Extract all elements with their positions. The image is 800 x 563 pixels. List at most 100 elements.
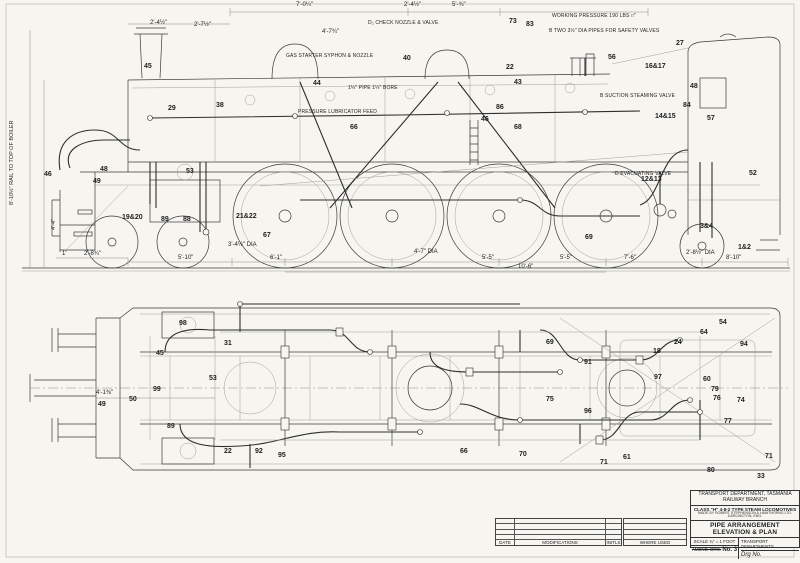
part-label: 45 (144, 63, 152, 70)
part-label: 19&20 (122, 214, 143, 221)
part-label: 76 (713, 395, 721, 402)
part-label: 70 (519, 451, 527, 458)
sheet-border (5, 3, 795, 558)
part-label: 60 (703, 376, 711, 383)
part-label: 22 (224, 448, 232, 455)
part-label: 96 (584, 408, 592, 415)
dim-label: 7'-0¼" (296, 2, 313, 8)
part-label: 91 (584, 359, 592, 366)
modifications-header: MODIFICATIONS (514, 540, 605, 545)
part-label: 48 (100, 166, 108, 173)
org-name: TRANSPORT DEPARTMENT, TASMANIA (698, 491, 792, 497)
note-label: PRESSURE LUBRICATOR FEED (298, 109, 377, 115)
maker-line1: MADE BY ROBERT STEPHENSON & HAWTHORNS LT… (697, 510, 793, 515)
part-label: 67 (263, 232, 271, 239)
part-label: 21&22 (236, 213, 257, 220)
part-label: 27 (676, 40, 684, 47)
scale-label: SCALE ¾" = 1 FOOT (691, 538, 738, 547)
dim-label: 1' (62, 251, 67, 257)
dim-label: 3'-4½" DIA (228, 242, 257, 248)
part-label: 56 (608, 54, 616, 61)
amend-number: No. 3 (722, 547, 738, 554)
part-label: 43 (514, 79, 522, 86)
part-label: 74 (737, 397, 745, 404)
dim-label: 2'-8¾" (84, 251, 101, 257)
dim-label: 5'-¾" (452, 2, 466, 8)
drawing-title: PIPE ARRANGEMENT ELEVATION & PLAN (691, 521, 799, 539)
date-header: DATE (499, 540, 511, 545)
class-line: CLASS "H" 4-8-2 TYPE STEAM LOCOMOTIVES (693, 506, 797, 512)
note-label: WORKING PRESSURE 190 LBS □" (552, 13, 637, 19)
part-label: 97 (654, 374, 662, 381)
note-label: B TWO 3½" DIA PIPES FOR SAFETY VALVES (549, 28, 660, 34)
part-label: 3&4 (700, 223, 713, 230)
part-label: 53 (209, 375, 217, 382)
part-label: 83 (526, 21, 534, 28)
part-label: 22 (506, 64, 514, 71)
part-label: 14&15 (655, 113, 676, 120)
part-label: 49 (98, 401, 106, 408)
part-label: 89 (161, 216, 169, 223)
part-label: 1&2 (738, 244, 751, 251)
part-label: 40 (403, 55, 411, 62)
elevation-view (22, 8, 790, 273)
part-label: 49 (93, 178, 101, 185)
part-label: 33 (757, 473, 765, 480)
dim-label: 8'-10½" RAIL TO TOP OF BOILER (9, 120, 15, 205)
part-label: 66 (460, 448, 468, 455)
dim-label: 7'-6" (624, 255, 636, 261)
dim-label: 2'-4½" (404, 2, 421, 8)
dim-label: 4'-7" DIA (414, 249, 438, 255)
maker-line2: DARLINGTON, ENG. (727, 514, 763, 519)
part-label: 52 (749, 170, 757, 177)
part-label: 71 (765, 453, 773, 460)
where-used-table: WHERE USED (623, 518, 687, 546)
part-label: 50 (129, 396, 137, 403)
part-label: 69 (546, 339, 554, 346)
dim-label: 8'-10" (726, 255, 742, 261)
part-label: 46 (44, 171, 52, 178)
where-used-header: WHERE USED (639, 540, 671, 545)
note-label: 1¼" PIPE 1¼" BORE (348, 85, 398, 91)
part-label: 75 (546, 396, 554, 403)
drg-no-label: Drg No. (741, 552, 762, 559)
part-label: 66 (350, 124, 358, 131)
part-label: 46 (481, 116, 489, 123)
dim-label: 5'-5" (560, 255, 572, 261)
part-label: 94 (740, 341, 748, 348)
dim-label: 2'-8½" DIA (686, 250, 715, 256)
part-label: 57 (707, 115, 715, 122)
plan-view (29, 301, 788, 471)
part-label: 48 (690, 83, 698, 90)
dim-label: 10'-6" (518, 264, 534, 270)
part-label: 80 (707, 467, 715, 474)
part-label: 95 (278, 452, 286, 459)
dim-label: 4'-1⅜" (96, 390, 113, 396)
note-label: GAS STARTER SYPHON & NOZZLE (286, 53, 374, 59)
part-label: 86 (496, 104, 504, 111)
part-label: 61 (623, 454, 631, 461)
dim-label: 6'-1" (270, 255, 282, 261)
org-branch: RAILWAY BRANCH (723, 496, 767, 503)
part-label: 44 (313, 80, 321, 87)
dim-label: 4'-7¾" (322, 29, 339, 35)
dim-label: 2'-7½" (194, 22, 211, 28)
part-label: 79 (711, 386, 719, 393)
dim-label: 5'-5" (482, 255, 494, 261)
part-label: 68 (514, 124, 522, 131)
dim-label: 2'-4½" (150, 20, 167, 26)
part-label: 54 (719, 319, 727, 326)
part-label: 16&17 (645, 63, 666, 70)
part-label: 77 (724, 418, 732, 425)
part-label: 64 (700, 329, 708, 336)
part-label: 99 (153, 386, 161, 393)
part-label: 38 (216, 102, 224, 109)
part-label: 12&13 (641, 176, 662, 183)
part-label: 18 (653, 348, 661, 355)
part-label: 89 (167, 423, 175, 430)
part-label: 98 (179, 320, 187, 327)
dim-label: 5'-10" (178, 255, 194, 261)
